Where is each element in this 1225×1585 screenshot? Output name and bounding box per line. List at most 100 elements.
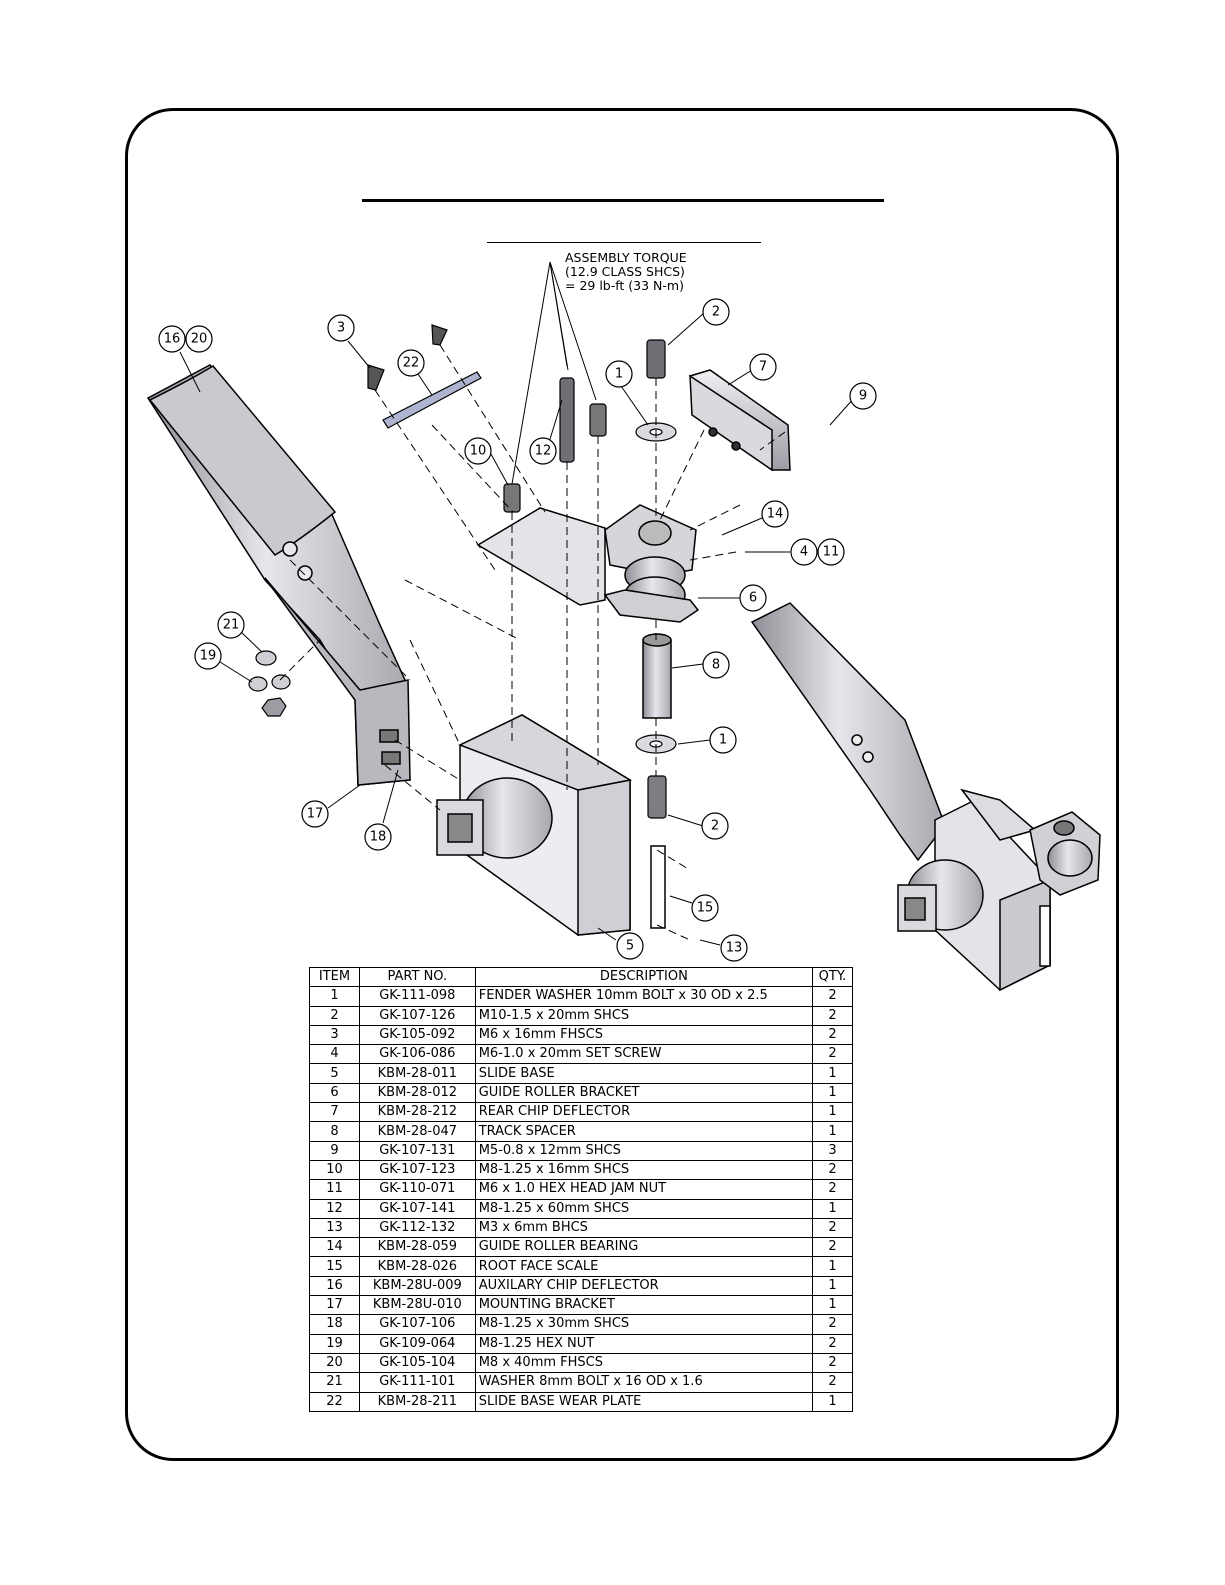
- bom-item: 16: [309, 1275, 360, 1297]
- callout-number: 14: [767, 507, 784, 522]
- callout-balloon: [790, 538, 818, 566]
- callout-number: 18: [370, 830, 387, 845]
- bom-qty: 2: [811, 1005, 854, 1026]
- assembled-view: [750, 602, 1101, 992]
- auxiliary-chip-deflector: [146, 364, 411, 786]
- bom-part-no: GK-110-071: [358, 1179, 476, 1200]
- bom-part-no: GK-107-106: [358, 1314, 476, 1335]
- callout-balloon: [529, 437, 557, 465]
- callout-number: 5: [626, 939, 634, 954]
- bom-part-no: KBM-28U-010: [358, 1295, 476, 1316]
- callout-number: 10: [470, 444, 487, 459]
- bom-part-no: GK-106-086: [358, 1044, 476, 1065]
- callout-number: 9: [859, 389, 867, 404]
- bom-part-no: GK-107-131: [358, 1140, 476, 1161]
- bom-header-part-no: PART NO.: [358, 966, 476, 988]
- bom-part-no: KBM-28-026: [358, 1256, 476, 1277]
- bom-qty: 2: [811, 1159, 854, 1181]
- callout-number: 21: [223, 618, 240, 633]
- bom-description: WASHER 8mm BOLT x 16 OD x 1.6: [474, 1372, 813, 1393]
- bom-qty: 2: [811, 1333, 854, 1354]
- bom-qty: 1: [811, 1391, 854, 1412]
- bom-description: M8-1.25 x 60mm SHCS: [474, 1198, 813, 1219]
- bom-part-no: GK-105-104: [358, 1352, 476, 1374]
- bom-description: M6-1.0 x 20mm SET SCREW: [474, 1044, 813, 1065]
- bom-item: 4: [309, 1044, 360, 1065]
- bom-part-no: KBM-28-059: [358, 1237, 476, 1258]
- slide-base: [436, 714, 666, 936]
- torque-note: ASSEMBLY TORQUE (12.9 CLASS SHCS) = 29 l…: [565, 251, 687, 293]
- bom-qty: 1: [811, 1275, 854, 1297]
- callout-balloon: [817, 538, 845, 566]
- callout-balloon: [327, 314, 355, 342]
- bom-item: 22: [309, 1391, 360, 1412]
- callout-balloon: [720, 934, 748, 962]
- bom-qty: 2: [811, 1237, 854, 1258]
- bom-qty: 2: [811, 986, 854, 1007]
- bom-qty: 2: [811, 1044, 854, 1065]
- bom-qty: 1: [811, 1082, 854, 1104]
- bom-part-no: KBM-28-011: [358, 1063, 476, 1084]
- bom-item: 20: [309, 1352, 360, 1374]
- bom-qty: 2: [811, 1314, 854, 1335]
- bom-part-no: GK-107-141: [358, 1198, 476, 1219]
- callout-balloon: [849, 382, 877, 410]
- bom-item: 1: [309, 986, 360, 1007]
- bom-part-no: GK-107-123: [358, 1159, 476, 1181]
- callout-balloon: [691, 894, 719, 922]
- bom-qty: 1: [811, 1198, 854, 1219]
- bom-item: 5: [309, 1063, 360, 1084]
- callout-balloon: [194, 642, 222, 670]
- callout-number: 1: [615, 367, 623, 382]
- callout-number: 8: [712, 658, 720, 673]
- bom-description: SLIDE BASE WEAR PLATE: [474, 1391, 813, 1412]
- assembly-dash-lines: [279, 344, 786, 941]
- bom-description: GUIDE ROLLER BEARING: [474, 1237, 813, 1258]
- callout-balloon: [185, 325, 213, 353]
- callout-number: 11: [823, 545, 840, 560]
- callout-balloon: [749, 353, 777, 381]
- bom-description: REAR CHIP DEFLECTOR: [474, 1102, 813, 1123]
- torque-note-line2: (12.9 CLASS SHCS): [565, 264, 685, 279]
- bom-item: 18: [309, 1314, 360, 1335]
- bom-item: 15: [309, 1256, 360, 1277]
- bom-item: 10: [309, 1159, 360, 1181]
- callout-number: 3: [337, 321, 345, 336]
- callout-number: 1: [719, 733, 727, 748]
- bom-item: 21: [309, 1372, 360, 1393]
- callout-balloon: [397, 349, 425, 377]
- bom-description: GUIDE ROLLER BRACKET: [474, 1082, 813, 1104]
- callout-balloon: [702, 651, 730, 679]
- bom-part-no: GK-112-132: [358, 1217, 476, 1239]
- bom-item: 6: [309, 1082, 360, 1104]
- bom-description: ROOT FACE SCALE: [474, 1256, 813, 1277]
- bom-description: M10-1.5 x 20mm SHCS: [474, 1005, 813, 1026]
- bom-item: 2: [309, 1005, 360, 1026]
- bom-description: SLIDE BASE: [474, 1063, 813, 1084]
- callout-number: 13: [726, 941, 743, 956]
- callout-number: 17: [307, 807, 324, 822]
- bom-item: 19: [309, 1333, 360, 1354]
- bom-qty: 3: [811, 1140, 854, 1161]
- bom-part-no: KBM-28-211: [358, 1391, 476, 1412]
- callout-number: 2: [711, 819, 719, 834]
- bom-header-description: DESCRIPTION: [474, 966, 813, 988]
